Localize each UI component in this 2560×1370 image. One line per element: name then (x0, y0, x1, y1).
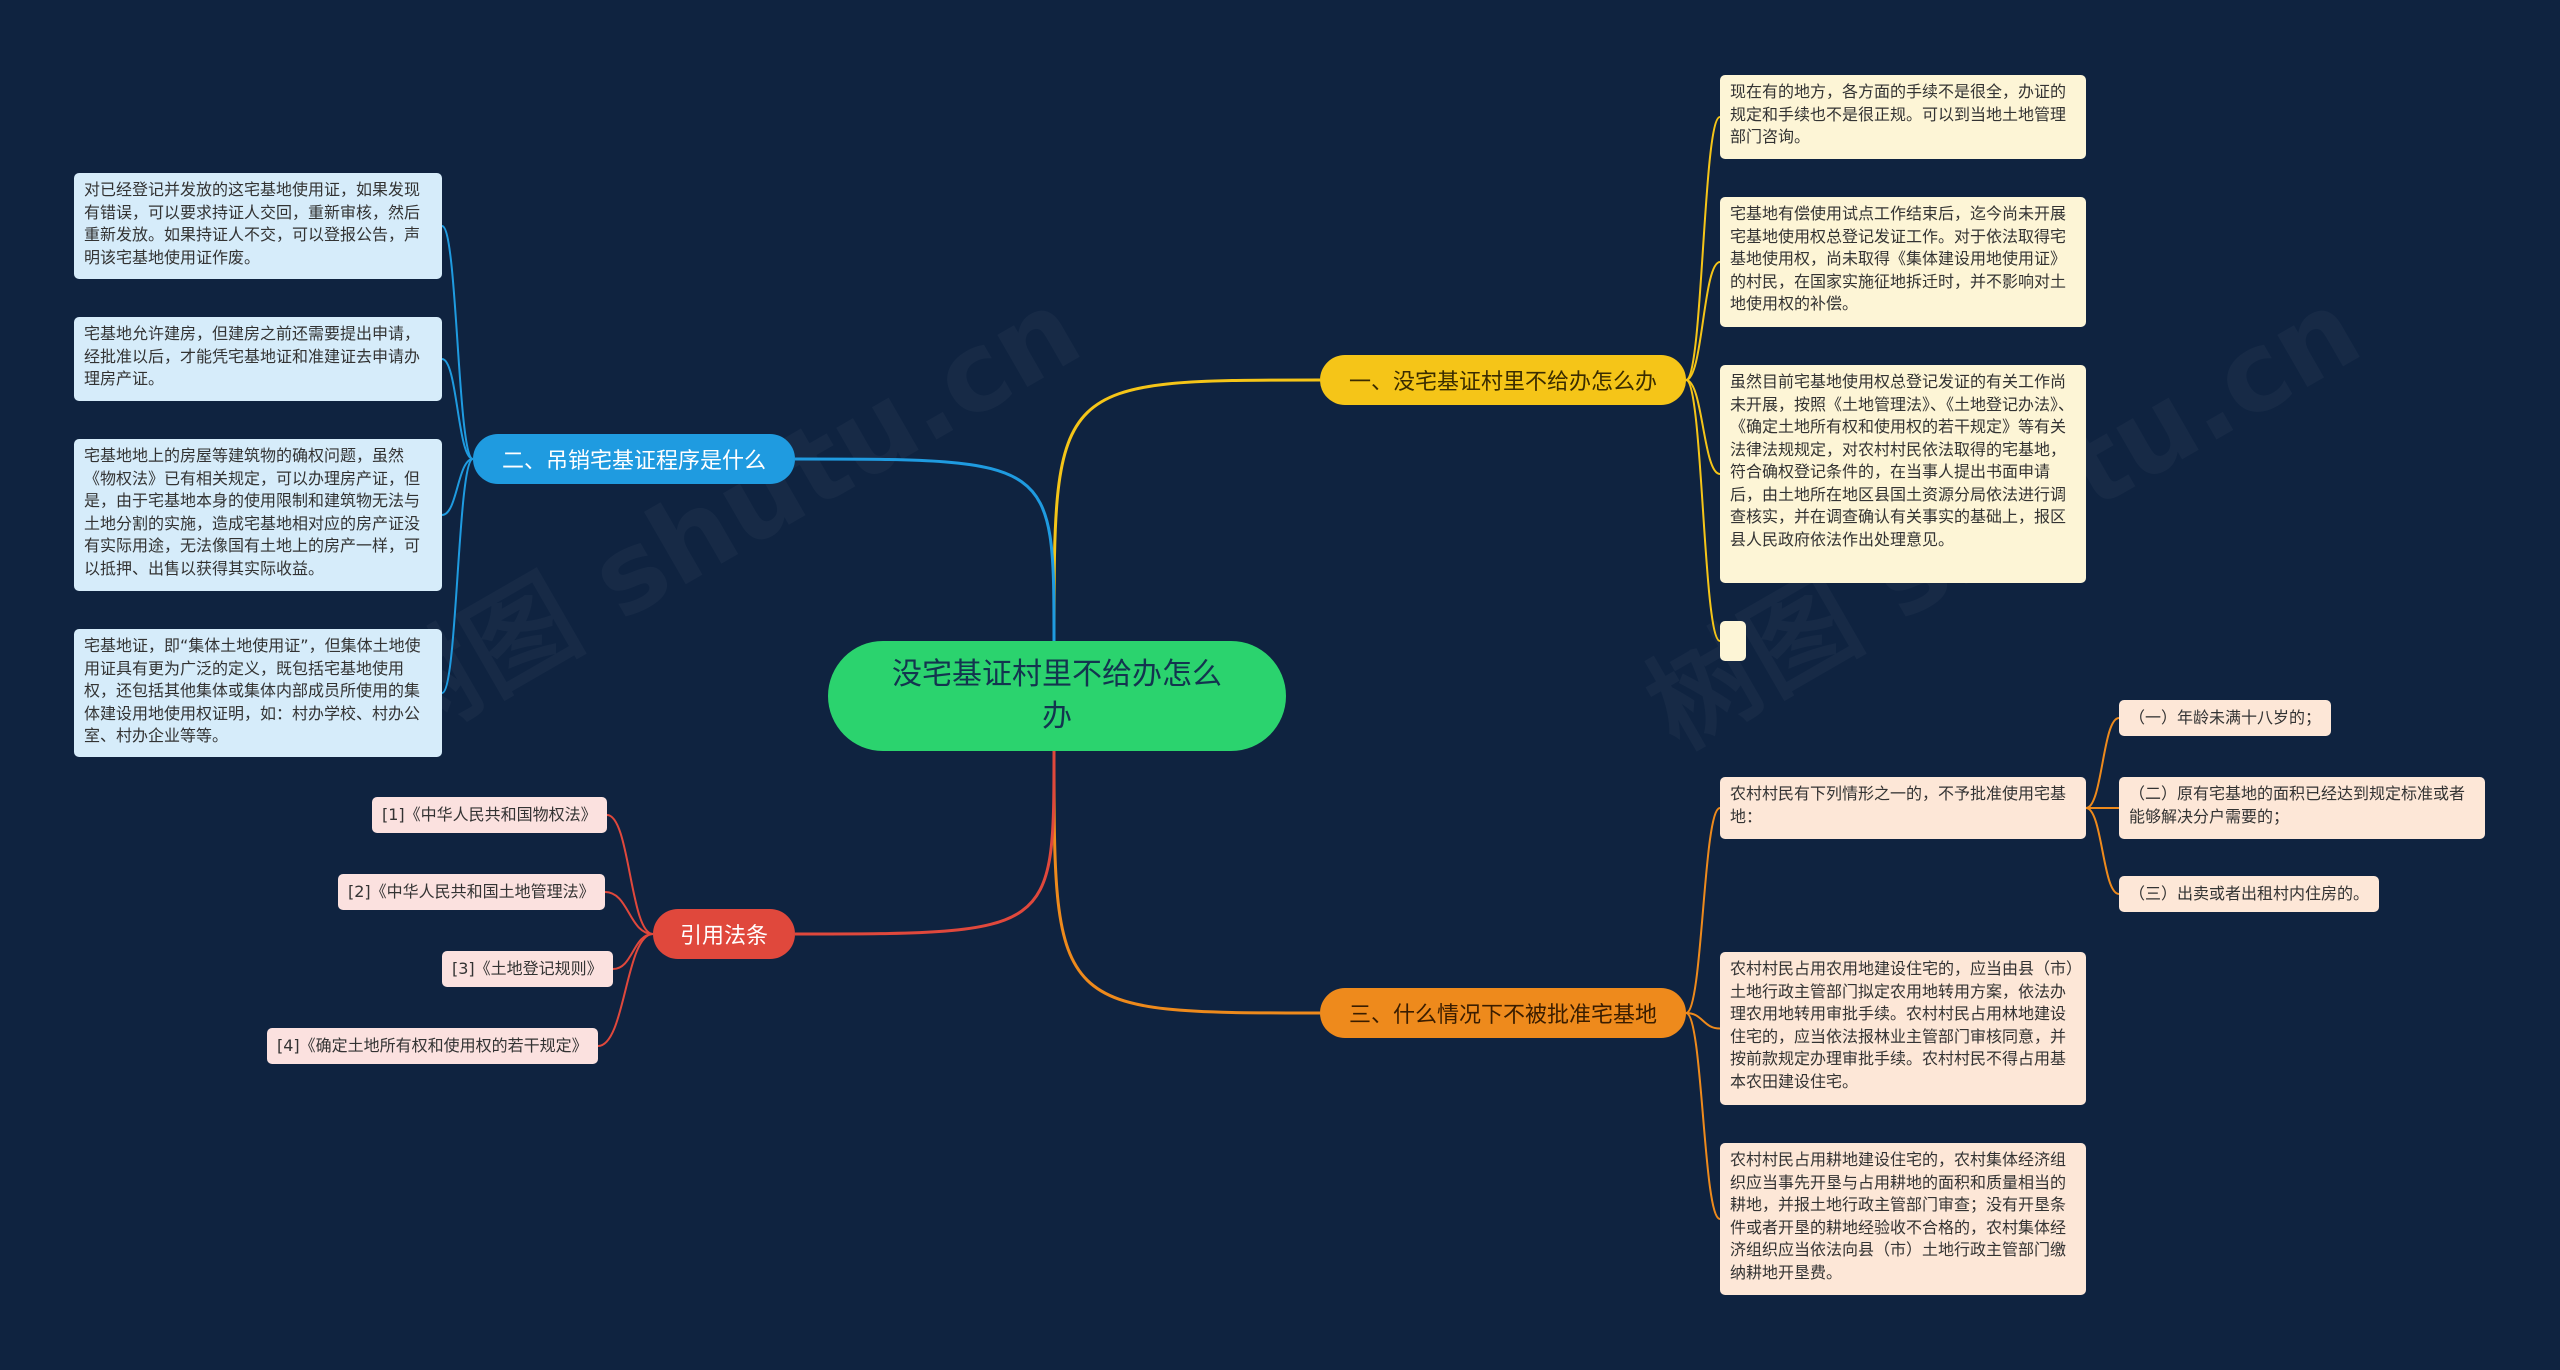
leaf-note[interactable]: 宅基地有偿使用试点工作结束后，迄今尚未开展宅基地使用权总登记发证工作。对于依法取… (1720, 197, 2086, 327)
leaf-connector (441, 225, 474, 460)
leaf-note[interactable]: 农村村民占用农用地建设住宅的，应当由县（市）土地行政主管部门拟定农用地转用方案，… (1720, 952, 2086, 1105)
branch-label: 二、吊销宅基证程序是什么 (501, 449, 766, 474)
leaf-connector (2085, 717, 2120, 809)
leaf-connector (1685, 379, 1721, 642)
leaf-connector (1685, 116, 1721, 381)
branch-topic-4[interactable]: 引用法条 (653, 909, 795, 959)
sub-note[interactable]: （三）出卖或者出租村内住房的。 (2119, 876, 2380, 912)
root-connector (1052, 750, 1321, 1015)
leaf-connector (1685, 1012, 1721, 1220)
root-topic-label: 没宅基证村里不给办怎么办 (892, 657, 1222, 734)
leaf-connector (604, 891, 654, 935)
branch-topic-2[interactable]: 二、吊销宅基证程序是什么 (473, 434, 795, 484)
root-connector (794, 457, 1056, 642)
leaf-note[interactable]: 农村村民占用耕地建设住宅的，农村集体经济组织应当事先开垦与占用耕地的面积和质量相… (1720, 1143, 2086, 1295)
leaf-note[interactable]: 农村村民有下列情形之一的，不予批准使用宅基地： (1720, 777, 2086, 839)
leaf-note[interactable]: 宅基地证，即“集体土地使用证”，但集体土地使用证具有更为广泛的定义，既包括宅基地… (74, 629, 442, 757)
reference-item[interactable]: [1]《中华人民共和国物权法》 (372, 797, 607, 833)
leaf-note[interactable]: 对已经登记并发放的这宅基地使用证，如果发现有错误，可以要求持证人交回，重新审核，… (74, 173, 442, 279)
leaf-connector (1685, 807, 1721, 1014)
sub-note[interactable]: （一）年龄未满十八岁的； (2119, 700, 2332, 736)
branch-label: 三、什么情况下不被批准宅基地 (1348, 1003, 1657, 1028)
leaf-note-empty[interactable] (1720, 621, 1746, 661)
root-topic[interactable]: 没宅基证村里不给办怎么办 (828, 641, 1286, 751)
leaf-connector (441, 458, 474, 516)
leaf-connector (2085, 807, 2120, 895)
root-connector (1052, 378, 1321, 642)
reference-item[interactable]: [3]《土地登记规则》 (442, 951, 613, 987)
leaf-connector (1685, 261, 1721, 381)
leaf-note[interactable]: 虽然目前宅基地使用权总登记发证的有关工作尚未开展，按照《土地管理法》、《土地登记… (1720, 365, 2086, 583)
leaf-note[interactable]: 现在有的地方，各方面的手续不是很全，办证的规定和手续也不是很正规。可以到当地土地… (1720, 75, 2086, 159)
leaf-connector (441, 458, 474, 694)
leaf-connector (1685, 1012, 1721, 1030)
root-connector (794, 750, 1056, 936)
reference-item[interactable]: [4]《确定土地所有权和使用权的若干规定》 (267, 1028, 598, 1064)
leaf-note[interactable]: 宅基地允许建房，但建房之前还需要提出申请，经批准以后，才能凭宅基地证和准建证去申… (74, 317, 442, 401)
leaf-note[interactable]: 宅基地地上的房屋等建筑物的确权问题，虽然《物权法》已有相关规定，可以办理房产证，… (74, 439, 442, 591)
leaf-connector (606, 814, 654, 935)
branch-label: 一、没宅基证村里不给办怎么办 (1348, 370, 1657, 395)
branch-topic-1[interactable]: 一、没宅基证村里不给办怎么办 (1320, 355, 1686, 405)
leaf-connector (1685, 379, 1721, 475)
reference-item[interactable]: [2]《中华人民共和国土地管理法》 (338, 874, 605, 910)
leaf-connector (597, 933, 654, 1047)
branch-topic-3[interactable]: 三、什么情况下不被批准宅基地 (1320, 988, 1686, 1038)
leaf-connector (441, 358, 474, 460)
sub-note[interactable]: （二）原有宅基地的面积已经达到规定标准或者能够解决分户需要的； (2119, 777, 2485, 839)
branch-label: 引用法条 (679, 924, 768, 949)
